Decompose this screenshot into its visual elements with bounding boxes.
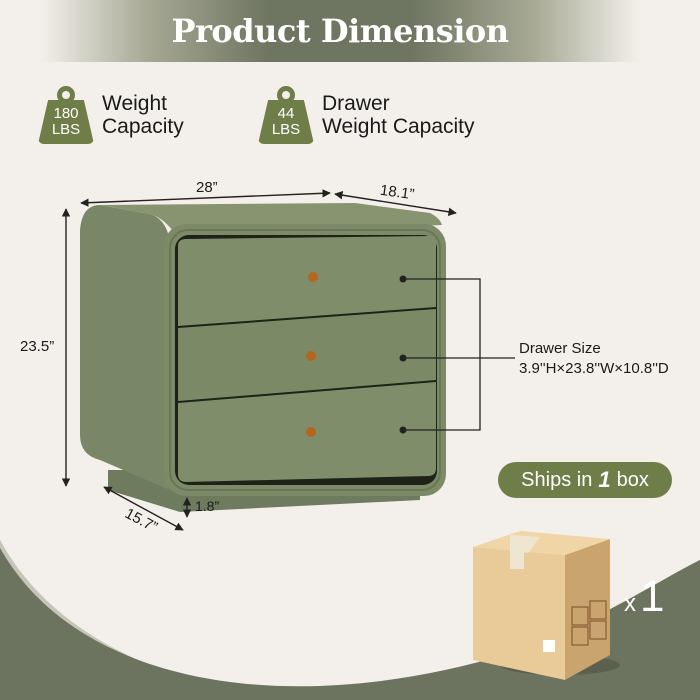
- weight-icon: 180 LBS: [38, 86, 94, 144]
- weight-icon: 44 LBS: [258, 86, 314, 144]
- drawer-top: [178, 236, 436, 326]
- title-banner: Product Dimension: [40, 0, 640, 62]
- drawer-knob: [308, 272, 318, 282]
- box-quantity: x1: [624, 572, 665, 621]
- spec-label-line2: Capacity: [102, 115, 184, 138]
- box-count: 1: [598, 467, 611, 492]
- ships-in-box-badge: Ships in 1 box: [498, 462, 672, 498]
- page-title: Product Dimension: [171, 12, 509, 50]
- weight-value: 44: [277, 105, 295, 122]
- spec-label-line2: Weight Capacity: [322, 115, 475, 138]
- drawer-size-note: Drawer Size 3.9''H×23.8''W×10.8''D: [519, 339, 669, 379]
- dimension-width: 28”: [196, 179, 218, 196]
- dimension-height: 23.5”: [20, 338, 55, 355]
- drawer-knob: [306, 427, 316, 437]
- drawer-size-value: 3.9''H×23.8''W×10.8''D: [519, 360, 669, 377]
- weight-unit: LBS: [51, 121, 81, 138]
- weight-value: 180: [53, 105, 79, 122]
- spec-label-line1: Weight: [102, 92, 167, 115]
- dimension-base-height: 1.8”: [195, 498, 220, 514]
- drawer-size-label: Drawer Size: [519, 340, 601, 357]
- spec-label-line1: Drawer: [322, 92, 390, 115]
- spec-weight-capacity: 180 LBS Weight Capacity: [38, 86, 184, 144]
- spec-drawer-weight-capacity: 44 LBS Drawer Weight Capacity: [258, 86, 475, 144]
- drawer-knob: [306, 351, 316, 361]
- weight-unit: LBS: [271, 121, 301, 138]
- cardboard-box-icon: [473, 531, 620, 680]
